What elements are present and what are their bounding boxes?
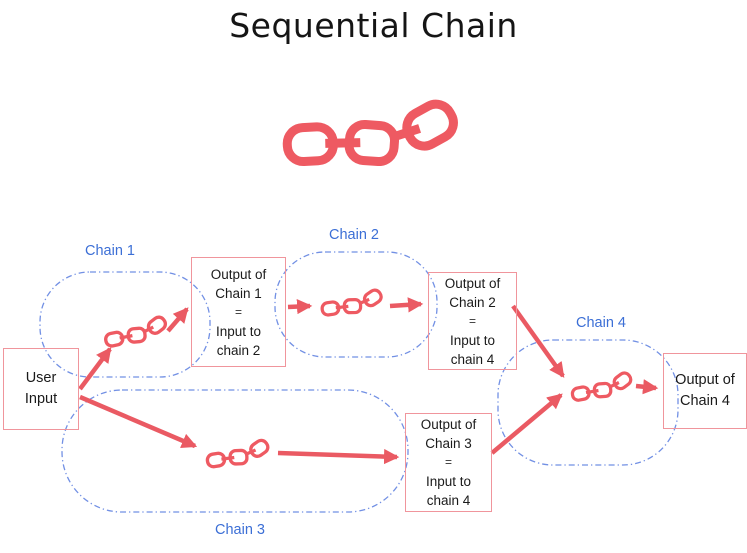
arrow-output2-to-chain4	[511, 304, 565, 378]
chain-1-region	[39, 271, 211, 378]
arrow-userinput-to-chain3	[79, 394, 198, 449]
node-line: Chain 1	[215, 285, 262, 301]
chain-3-label: Chain 3	[215, 522, 265, 538]
chain-4-link-icon	[568, 368, 637, 405]
node-line: =	[468, 313, 476, 328]
chain-2-link-icon	[318, 285, 387, 320]
chain-4-label: Chain 4	[576, 315, 626, 331]
output-chain-1-node: Output of Chain 1 = Input to chain 2	[191, 257, 286, 367]
node-line: Output of	[444, 275, 501, 291]
chain-3-link-icon	[203, 435, 274, 472]
node-line: Input	[24, 391, 58, 407]
node-line: User	[25, 370, 57, 386]
arrow-output3-to-chain4	[490, 393, 563, 455]
chain-3-region	[61, 389, 409, 513]
node-line: Chain 4	[680, 393, 730, 409]
arrow-chain2-to-output2	[389, 297, 424, 313]
arrow-userinput-to-chain1	[78, 347, 112, 391]
node-line: Output of	[675, 372, 735, 388]
node-line: chain 4	[450, 351, 495, 367]
chain-1-label: Chain 1	[85, 243, 135, 259]
node-line: =	[444, 455, 452, 469]
node-line: Chain 3	[425, 436, 472, 451]
chain-links-icon	[285, 98, 460, 168]
node-line: Output of	[210, 266, 267, 282]
node-line: Output of	[420, 417, 477, 432]
chain-4-region	[497, 339, 679, 466]
node-line: chain 2	[216, 342, 261, 358]
node-line: Chain 2	[449, 294, 496, 310]
node-line: Input to	[215, 323, 262, 339]
node-line: chain 4	[426, 493, 471, 508]
node-line: Input to	[449, 332, 496, 348]
chain-2-region	[274, 251, 438, 358]
arrow-output1-to-chain2	[287, 298, 313, 315]
node-line: Input to	[425, 474, 472, 489]
output-chain-4-node: Output of Chain 4	[663, 353, 747, 429]
chain-2-label: Chain 2	[329, 227, 379, 243]
user-input-node: User Input	[3, 348, 79, 430]
output-chain-3-node: Output of Chain 3 = Input to chain 4	[405, 413, 492, 512]
output-chain-2-node: Output of Chain 2 = Input to chain 4	[428, 272, 517, 370]
arrow-chain3-to-output3	[277, 448, 400, 465]
node-line: =	[234, 304, 242, 319]
chain-1-link-icon	[101, 311, 172, 351]
arrow-chain1-to-output1	[166, 307, 189, 333]
arrow-chain4-to-output4	[635, 379, 659, 395]
page-title: Sequential Chain	[229, 6, 518, 45]
